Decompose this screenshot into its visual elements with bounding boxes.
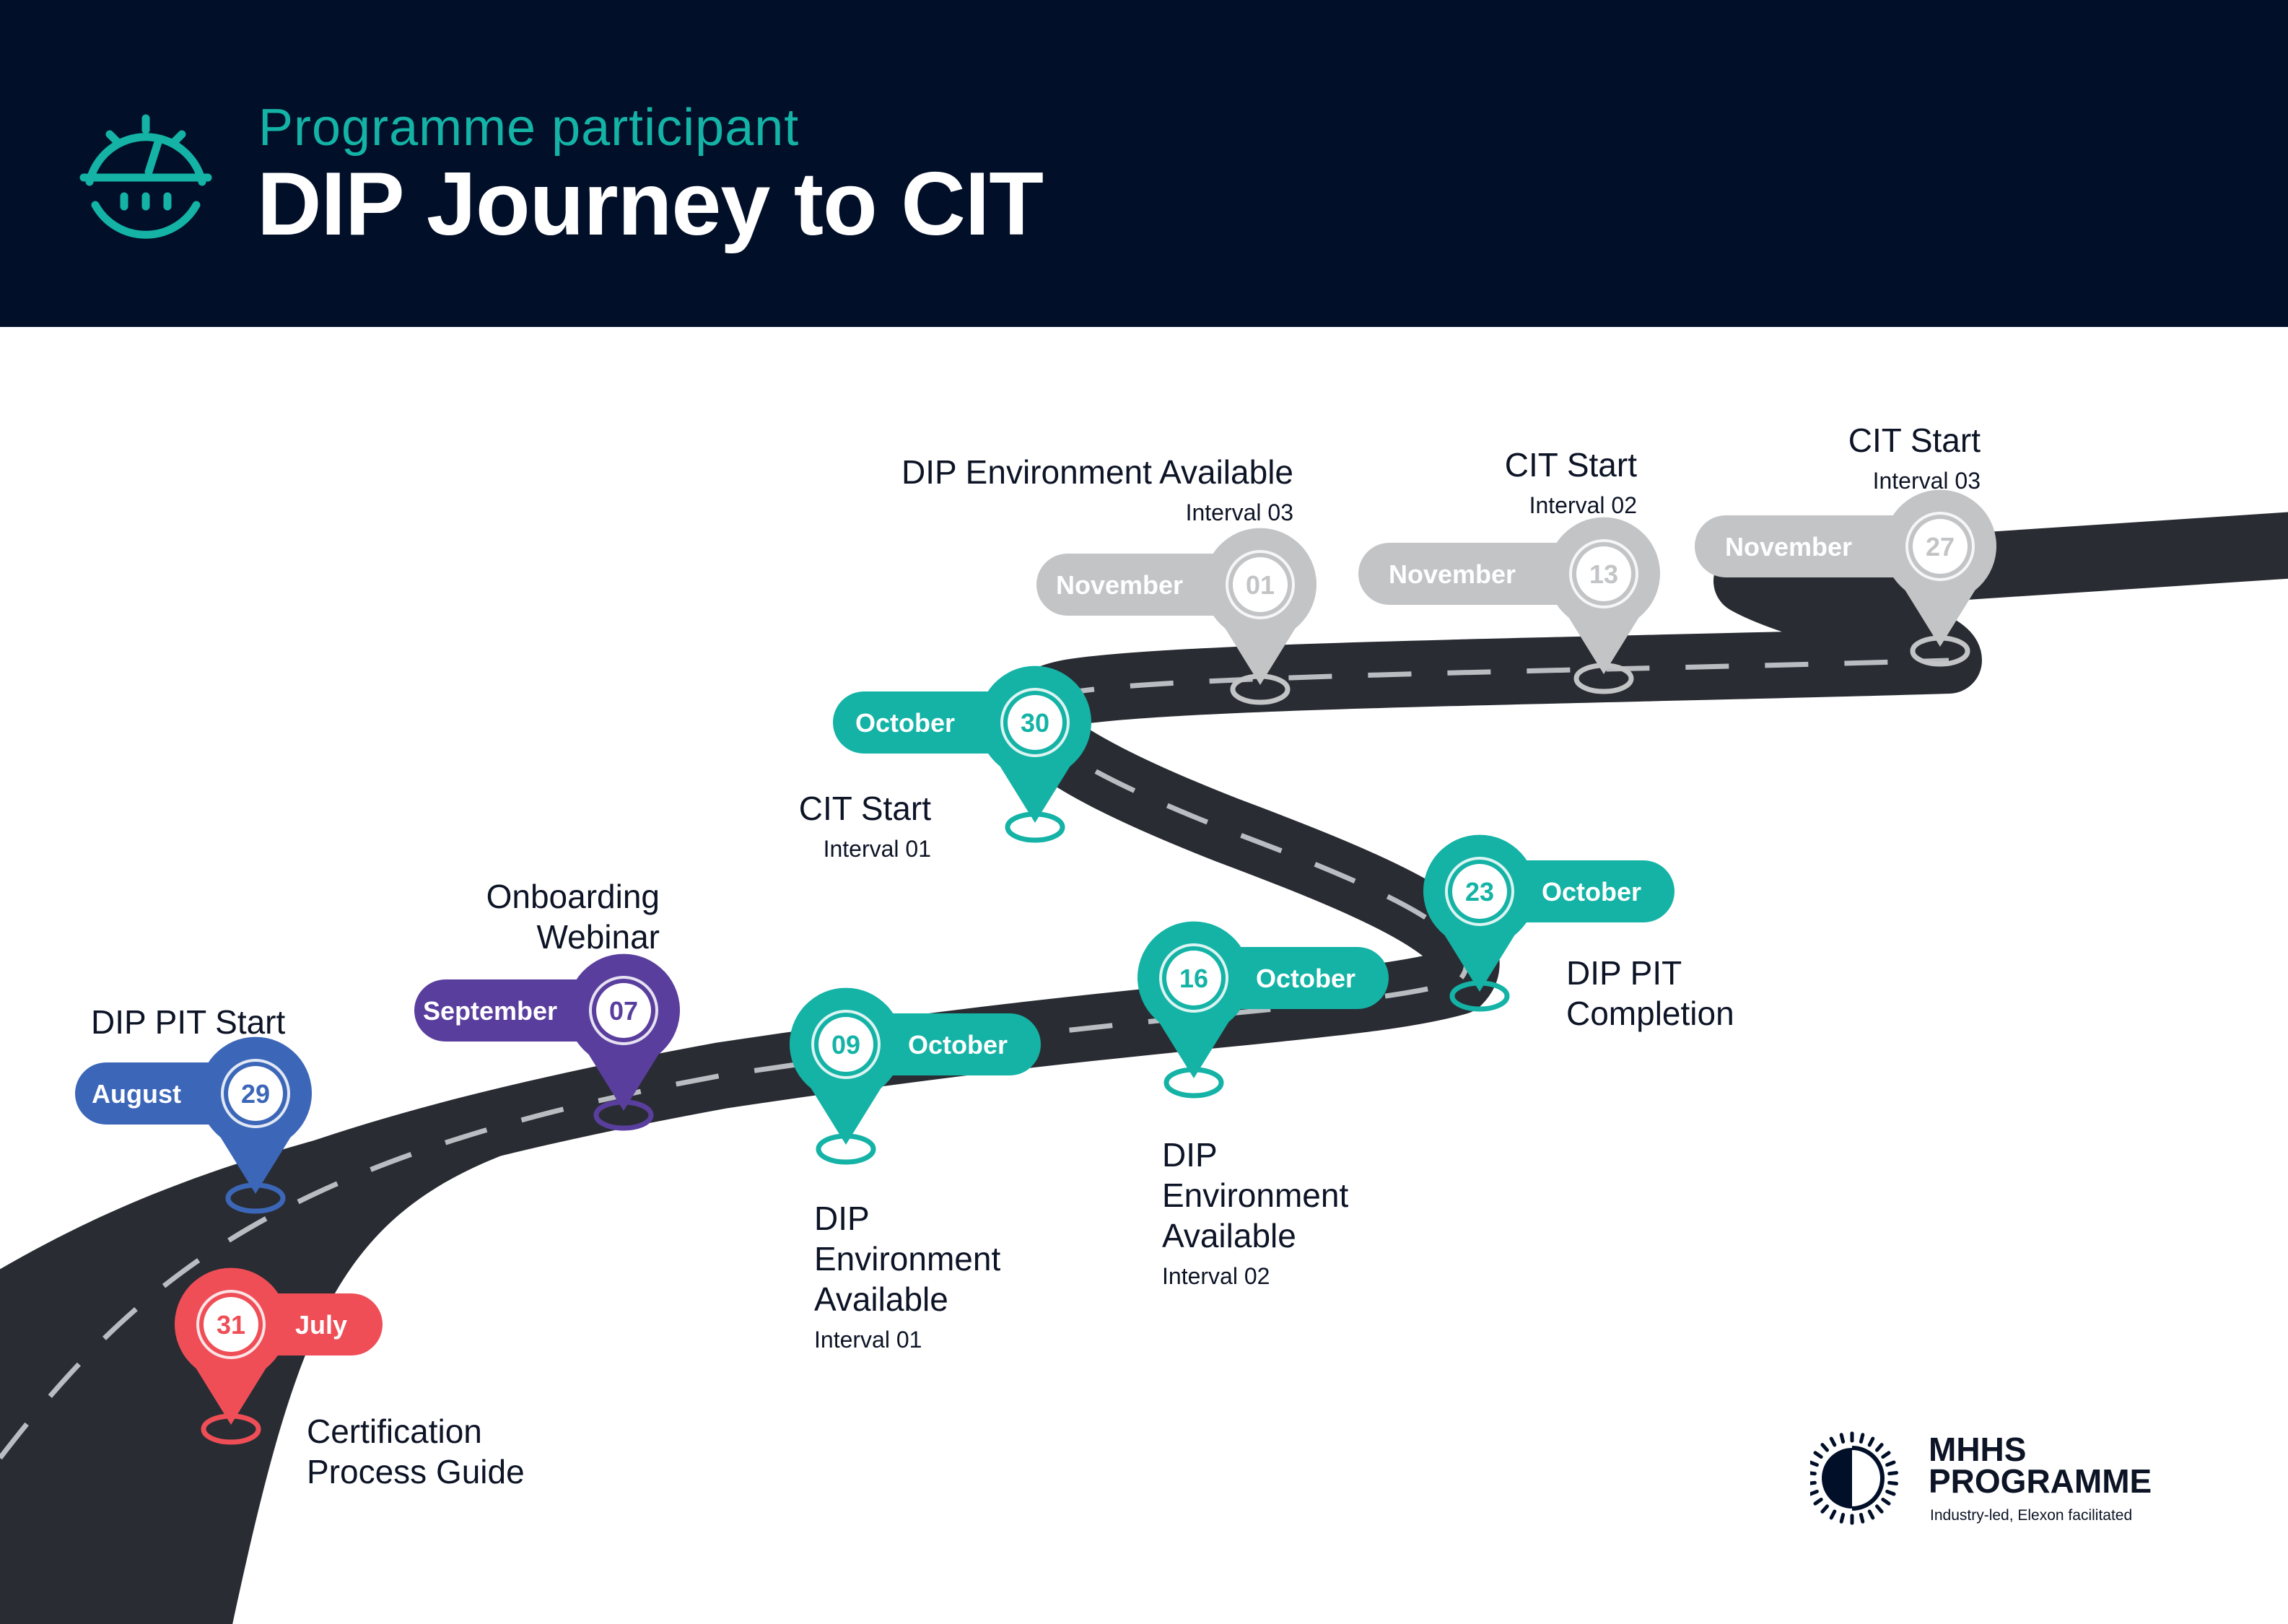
milestone-interval: Interval 03 [1185,499,1293,525]
pin-month: September [423,996,557,1026]
milestone-title: Onboarding Webinar [486,878,660,956]
milestone-title: DIP PIT Completion [1566,954,1734,1032]
milestone-title: Certification Process Guide [307,1413,525,1490]
pin-day-ring [589,976,658,1045]
header-banner: Programme participant DIP Journey to CIT [0,0,2288,327]
milestone-interval: Interval 03 [1872,468,1981,494]
milestone-interval: Interval 01 [823,836,931,862]
speedometer-icon [79,114,212,239]
pin-day-ring [811,1010,881,1079]
pin-day: 29 [241,1079,270,1109]
pin-month: August [92,1079,181,1109]
pin-day-ring [196,1290,266,1359]
pin-day-ring [1159,943,1228,1013]
milestone-interval: Interval 02 [1162,1263,1270,1289]
road-lower-body [0,1054,722,1624]
pin-month: October [908,1030,1008,1060]
header-subtitle: Programme participant [258,99,800,157]
milestone-pin-6: 23 October [1423,834,1674,1012]
pin-day-ring [1226,550,1295,619]
pin-day-circle [1452,864,1507,919]
pin-month: November [1725,532,1852,562]
pin-day-circle [1576,546,1631,601]
milestone-pin-7: 30 October [833,665,1092,843]
milestone-pin-8: 01 November [1036,528,1317,705]
pin-day: 09 [831,1030,860,1060]
milestone-title: DIP PIT Start [91,1003,286,1041]
pin-day-ring [221,1059,290,1128]
pin-month-tag [1695,515,1940,577]
milestone-title: DIP Environment Available [814,1200,1001,1318]
milestone-title: CIT Start [1504,446,1637,484]
pin-day-circle [1166,951,1221,1005]
milestone-label-6: DIP PIT Completion [1566,953,1734,1034]
pin-day: 07 [609,996,638,1026]
milestone-interval: Interval 01 [814,1327,922,1353]
milestone-pin-3: 07 September [414,953,680,1131]
pin-day-circle [818,1017,873,1072]
pin-day-ring [1569,539,1638,608]
pin-month-tag [1036,554,1260,616]
pin-day-circle [1233,557,1288,612]
pin-month: November [1056,570,1183,600]
milestone-title: DIP Environment Available [901,453,1293,491]
milestone-title: DIP Environment Available [1162,1136,1349,1254]
pin-day-circle [228,1066,283,1121]
pin-month: October [855,708,955,738]
milestone-pin-2: 29 August [75,1036,312,1214]
logo-name: MHHS PROGRAMME [1929,1431,2152,1500]
logo-tagline: Industry-led, Elexon facilitated [1930,1507,2133,1524]
logo-name-line1: MHHS [1929,1431,2027,1468]
milestone-pin-10: 27 November [1695,489,1996,667]
pin-day-circle [1913,519,1968,574]
mhhs-logo-icon [1810,1431,1898,1525]
pin-day-ring [1000,688,1070,757]
pin-month: October [1542,877,1641,907]
pin-month: October [1256,964,1355,993]
pin-day-circle [204,1297,258,1352]
pin-day-circle [596,983,651,1038]
pin-day: 23 [1465,877,1494,907]
milestone-label-3: Onboarding Webinar [473,876,660,957]
milestone-title: CIT Start [798,790,931,827]
milestone-pin-9: 13 November [1358,517,1660,694]
pin-day: 30 [1021,708,1049,738]
pin-day: 13 [1589,559,1618,589]
pin-day: 01 [1246,570,1275,600]
milestone-interval: Interval 02 [1529,492,1637,518]
pin-day-ring [1445,857,1514,926]
milestone-title: CIT Start [1848,422,1981,459]
milestone-label-1: Certification Process Guide [307,1411,525,1492]
milestone-label-2: DIP PIT Start [91,1002,285,1042]
pin-day: 31 [217,1310,245,1340]
milestone-pin-1: 31 July [174,1267,383,1445]
pin-month-tag [1358,543,1604,605]
milestone-pin-5: 16 October [1138,921,1389,1099]
pin-day-ring [1905,512,1975,581]
logo-name-line2: PROGRAMME [1929,1462,2152,1500]
pin-month: November [1389,559,1516,589]
page-title: DIP Journey to CIT [257,154,1044,254]
pin-day: 27 [1926,532,1955,562]
pin-day-circle [1008,695,1062,750]
pin-day: 16 [1179,964,1208,993]
pin-month: July [295,1310,347,1340]
milestone-pin-4: 09 October [790,987,1041,1165]
